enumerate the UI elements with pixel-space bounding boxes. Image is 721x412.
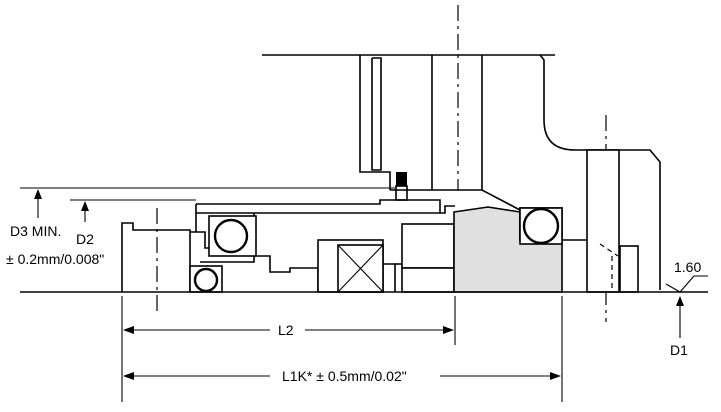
label-d3: D3 MIN. [10,223,61,239]
dimensions [20,187,708,402]
label-surface-finish: 1.60 [674,259,701,275]
label-d2: D2 [76,231,94,247]
label-d1: D1 [670,342,688,358]
label-d2-tolerance: ± 0.2mm/0.008" [6,251,104,267]
label-l1k: L1K* ± 0.5mm/0.02" [282,368,407,384]
label-l2: L2 [278,322,294,338]
o-rings [189,207,563,293]
drive-pin [396,172,407,186]
